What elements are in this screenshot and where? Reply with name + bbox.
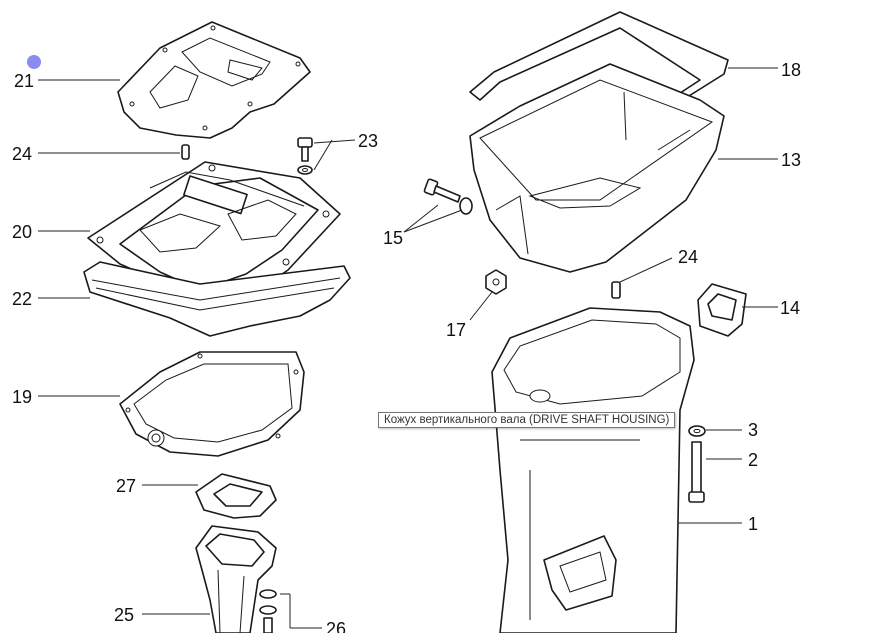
gasket-22[interactable] [83, 261, 351, 337]
long-bolt-2[interactable] [688, 441, 705, 503]
callout-23[interactable]: 23 [358, 131, 378, 151]
bolts-26[interactable] [259, 589, 277, 633]
callout-24-right[interactable]: 24 [678, 247, 698, 267]
callout-1[interactable]: 1 [748, 514, 758, 534]
gasket-21[interactable] [117, 21, 311, 139]
callout-13[interactable]: 13 [781, 150, 801, 170]
callout-labels: 21 24 20 22 19 27 25 23 18 13 15 17 24 1… [12, 60, 801, 633]
callout-18[interactable]: 18 [781, 60, 801, 80]
callout-2[interactable]: 2 [748, 450, 758, 470]
callout-25[interactable]: 25 [114, 605, 134, 625]
lower-cover-13[interactable] [469, 63, 725, 273]
callout-22[interactable]: 22 [12, 289, 32, 309]
leader-lines [38, 67, 778, 629]
exhaust-pipe-25[interactable] [195, 525, 277, 633]
callout-17[interactable]: 17 [446, 320, 466, 340]
dowel-pin-24-left[interactable] [181, 144, 190, 160]
callout-27[interactable]: 27 [116, 476, 136, 496]
washer-3[interactable] [688, 425, 706, 437]
callout-21[interactable]: 21 [14, 71, 34, 91]
callout-20[interactable]: 20 [12, 222, 32, 242]
callout-26[interactable]: 26 [326, 619, 346, 633]
part-tooltip: Кожух вертикального вала (DRIVE SHAFT HO… [378, 412, 676, 428]
dowel-pin-24-right[interactable] [611, 281, 621, 299]
gasket-27[interactable] [195, 473, 277, 519]
callout-24-left[interactable]: 24 [12, 144, 32, 164]
bolt-23[interactable] [297, 137, 313, 175]
callout-3[interactable]: 3 [748, 420, 758, 440]
callout-14[interactable]: 14 [780, 298, 800, 318]
grommet-14[interactable] [697, 283, 747, 337]
drive-shaft-housing-1[interactable] [491, 307, 695, 633]
callout-19[interactable]: 19 [12, 387, 32, 407]
bolt-15[interactable] [423, 178, 473, 215]
hover-indicator-dot [27, 55, 41, 69]
gasket-19[interactable] [119, 351, 305, 457]
nut-17[interactable] [485, 269, 507, 295]
callout-15[interactable]: 15 [383, 228, 403, 248]
